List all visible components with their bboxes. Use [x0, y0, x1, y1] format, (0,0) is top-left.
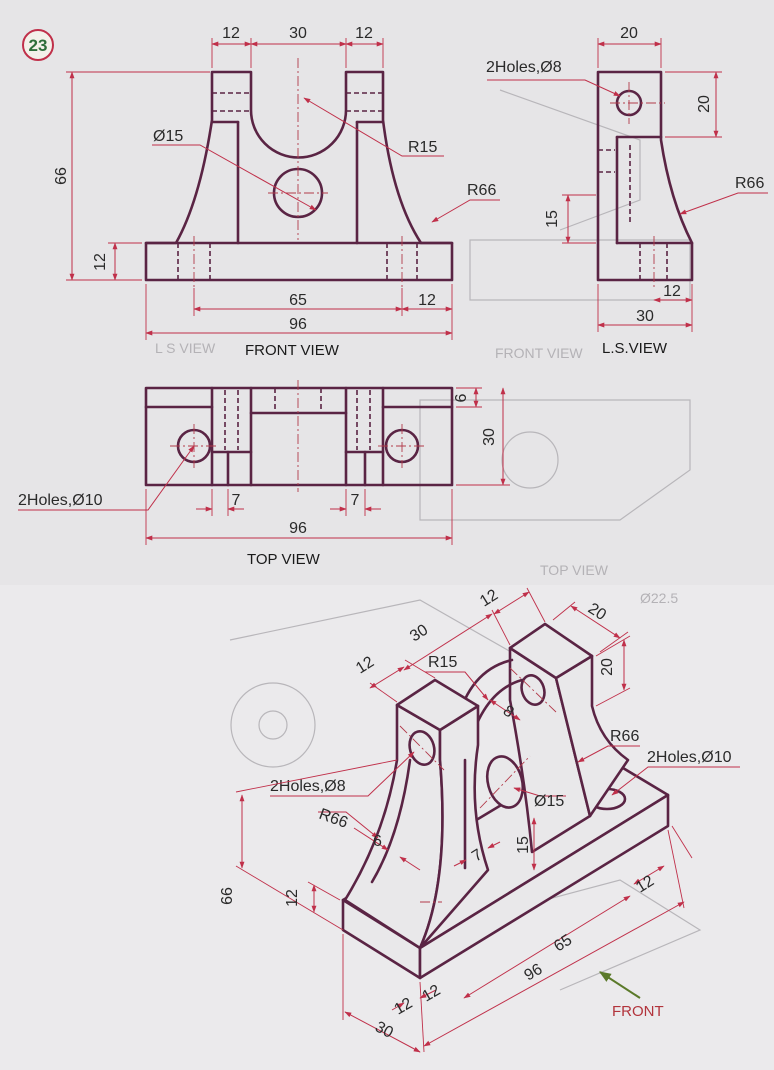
- dim-iso-top-width: 12: [477, 586, 501, 610]
- dim-top-depth: 30: [481, 428, 498, 446]
- dim-iso-slot-height: 15: [515, 836, 532, 854]
- dim-front-centers: 65: [289, 292, 307, 309]
- front-center-lines: [193, 58, 403, 288]
- dim-iso-gap: 30: [407, 621, 431, 645]
- ghost-text-4: Ø22.5: [640, 590, 678, 606]
- ghost-text-3: TOP VIEW: [540, 562, 609, 578]
- dim-top-rib-left: 7: [232, 492, 241, 509]
- dim-front-hole: Ø15: [153, 128, 183, 145]
- iso-rear-upright-side: [554, 654, 630, 818]
- dim-iso-length: 96: [522, 961, 546, 985]
- dim-side-top-width: 20: [620, 25, 638, 42]
- ghost-text: L S VIEW: [155, 340, 216, 356]
- top-outline: [144, 386, 454, 487]
- front-arrow-icon: [598, 971, 641, 999]
- dim-iso-rib-thickness: 6: [373, 833, 382, 850]
- problem-badge: 23: [22, 29, 54, 61]
- iso-rear-upright-top: [508, 622, 594, 680]
- ghost-line: [499, 89, 641, 231]
- front-view-outline: [144, 70, 454, 282]
- dim-side-base-ext: 12: [663, 283, 681, 300]
- dim-iso-arc: R15: [428, 654, 457, 671]
- dim-iso-right-offset: 12: [633, 872, 657, 896]
- ghost-rect: [469, 239, 691, 301]
- isometric-view: 12 20 30 12 R15 8 20 R66 2Holes,Ø10: [219, 586, 740, 1053]
- dim-top-holes: 2Holes,Ø10: [18, 492, 103, 509]
- dim-front-top-right: 12: [355, 25, 373, 42]
- dim-top-rib-right: 7: [351, 492, 360, 509]
- dim-top-length: 96: [289, 520, 307, 537]
- front-view-title: FRONT VIEW: [245, 342, 340, 359]
- dim-iso-depth: 30: [372, 1019, 396, 1042]
- iso-front-upright-side: [418, 704, 490, 950]
- dim-front-base-height: 12: [92, 253, 109, 271]
- dim-iso-total-height: 66: [219, 887, 236, 905]
- dim-front-fillet: R66: [467, 182, 496, 199]
- dim-iso-left-top: 12: [353, 653, 377, 677]
- iso-dimensions: 12 20 30 12 R15 8 20 R66 2Holes,Ø10: [219, 586, 740, 1053]
- dim-iso-base-holes: 2Holes,Ø10: [647, 749, 732, 766]
- dim-iso-fillet: R66: [610, 728, 639, 745]
- ghost-text-2: FRONT VIEW: [495, 345, 583, 361]
- front-hidden-lines: [177, 92, 418, 280]
- dim-side-top-height: 20: [696, 95, 713, 113]
- dim-front-right-base: 12: [418, 292, 436, 309]
- dim-front-top-left: 12: [222, 25, 240, 42]
- dim-side-slot-height: 15: [544, 210, 561, 228]
- top-inner-lines: [144, 386, 454, 487]
- dim-iso-front-b: 12: [420, 982, 444, 1006]
- dim-side-holes: 2Holes,Ø8: [486, 59, 562, 76]
- dim-iso-base-height: 12: [284, 889, 301, 907]
- iso-front-upright: [343, 678, 490, 950]
- top-hidden-lines: [224, 388, 371, 450]
- dim-top-depth-small: 6: [453, 393, 470, 402]
- dim-iso-rear-height: 20: [599, 658, 616, 676]
- top-center-lines: [170, 380, 426, 492]
- dim-front-height: 66: [53, 167, 70, 185]
- ghost-circle: [230, 682, 316, 768]
- dim-front-arc: R15: [408, 139, 437, 156]
- front-view: 12 30 12 66 12 Ø15 R15 R66 65 12: [53, 25, 500, 359]
- top-view-title: TOP VIEW: [247, 551, 321, 568]
- iso-rear-hole-8: [520, 674, 546, 706]
- iso-front-hole-8: [408, 729, 436, 767]
- front-label: FRONT: [612, 1003, 664, 1020]
- iso-front-upright-top: [395, 678, 480, 732]
- dim-iso-center-hole: Ø15: [534, 793, 564, 810]
- side-dimensions: 20 2Holes,Ø8 20 R66 15 12 30: [486, 25, 768, 332]
- dim-front-length: 96: [289, 316, 307, 333]
- badge-ring: [22, 29, 54, 61]
- side-view: 20 2Holes,Ø8 20 R66 15 12 30 L.S.VIEW: [486, 25, 768, 357]
- ghost-circle-2: [501, 431, 559, 489]
- top-dimensions: 6 30 2Holes,Ø10 7 7 96: [18, 387, 510, 545]
- front-profile: [144, 70, 454, 282]
- dim-side-width: 30: [636, 308, 654, 325]
- iso-rib-curve: [370, 758, 412, 884]
- ghost-circle-inner: [258, 710, 288, 740]
- front-dimensions: 12 30 12 66 12 Ø15 R15 R66 65 12: [53, 25, 500, 340]
- dim-front-top-mid: 30: [289, 25, 307, 42]
- dim-iso-upright-holes: 2Holes,Ø8: [270, 778, 346, 795]
- ghost-block: [419, 399, 691, 521]
- side-view-title: L.S.VIEW: [602, 340, 668, 357]
- iso-front-indicator: FRONT: [598, 971, 664, 1020]
- iso-rear-upright: [508, 622, 630, 854]
- problem-number: 23: [29, 36, 48, 55]
- dim-side-fillet: R66: [735, 175, 764, 192]
- top-view: 6 30 2Holes,Ø10 7 7 96 TOP VIEW: [18, 380, 510, 568]
- side-hidden-lines: [598, 145, 668, 280]
